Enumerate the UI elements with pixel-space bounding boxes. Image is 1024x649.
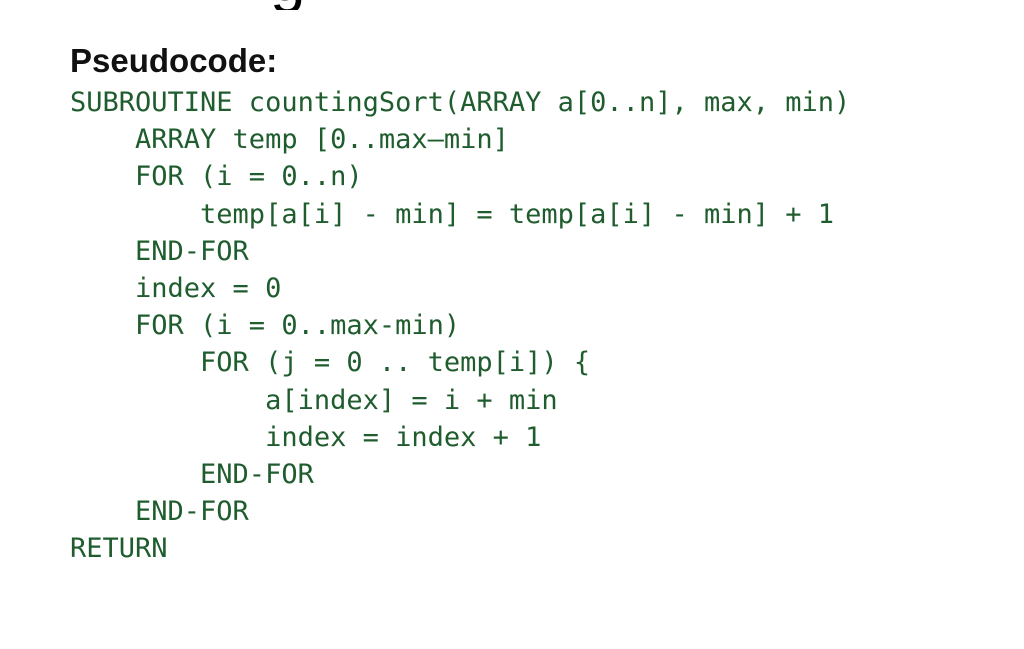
code-line: temp[a[i] - min] = temp[a[i] - min] + 1 [70,198,835,230]
code-line: index = 0 [70,272,282,304]
code-line: END-FOR [70,496,249,528]
code-line: index = index + 1 [70,421,542,453]
code-line: RETURN [70,533,168,565]
code-line: FOR (j = 0 .. temp[i]) { [70,347,591,379]
code-line: SUBROUTINE countingSort(ARRAY a[0..n], m… [70,87,851,118]
pseudocode-block: SUBROUTINE countingSort(ARRAY a[0..n], m… [70,84,850,567]
code-line: END-FOR [70,235,249,267]
slide-title-fragment: g [270,0,330,10]
code-line: ARRAY temp [0..max–min] [70,124,509,156]
code-line: FOR (i = 0..n) [70,161,363,193]
code-line: a[index] = i + min [70,384,558,416]
pseudocode-heading: Pseudocode: [70,42,278,79]
code-line: FOR (i = 0..max-min) [70,310,461,342]
code-line: END-FOR [70,458,314,490]
